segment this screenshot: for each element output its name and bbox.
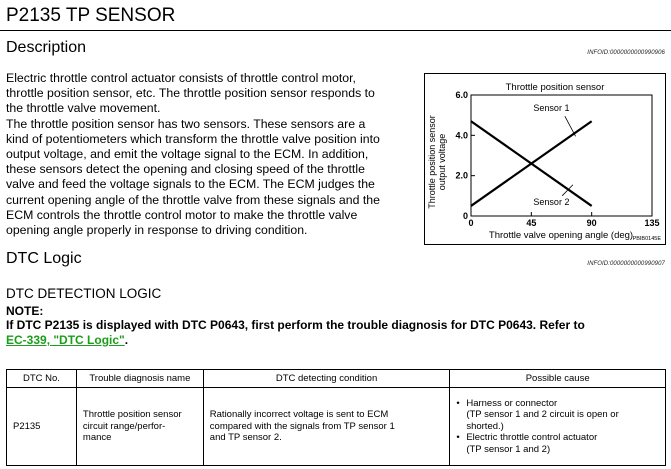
- cause-item: Harness or connector (TP sensor 1 and 2 …: [456, 398, 659, 433]
- chart-label-leader: [561, 184, 574, 197]
- name-line: Throttle position sensor: [82, 409, 182, 421]
- dtc-logic-heading: DTC Logic: [6, 250, 82, 267]
- chart-label-leader: [564, 115, 576, 137]
- chart-series-line: [470, 120, 593, 207]
- chart-y-tick-label: 2.0: [455, 171, 468, 181]
- condition-line: Rationally incorrect voltage is sent to …: [209, 409, 389, 421]
- description-line: valve and feed the voltage signals to th…: [6, 177, 375, 192]
- description-line: Electric throttle control actuator consi…: [6, 71, 356, 85]
- dtc-table: DTC No. Trouble diagnosis name DTC detec…: [6, 369, 666, 466]
- condition-line: compared with the signals from TP sensor…: [209, 420, 395, 432]
- title-divider: [0, 30, 671, 31]
- description-line: ECM controls the throttle control motor …: [6, 207, 358, 222]
- chart-y-tick-label: 0: [463, 211, 468, 221]
- description-paragraph: Electric throttle control actuator consi…: [6, 71, 418, 238]
- table-header-row: DTC No. Trouble diagnosis name DTC detec…: [6, 369, 666, 388]
- chart-xlabel: Throttle valve opening angle (deg): [489, 230, 633, 241]
- note-link-suffix: .: [124, 333, 129, 347]
- note-link-line: EC-339, "DTC Logic".: [6, 333, 128, 347]
- chart-series-label: Sensor 1: [533, 103, 569, 113]
- table-row: P2135 Throttle position sensor circuit r…: [6, 387, 666, 466]
- cell-dtc-no: P2135: [6, 387, 77, 466]
- dtc-logic-infoid: INFOID:0000000000990907: [587, 261, 665, 267]
- header-detecting-condition: DTC detecting condition: [202, 369, 451, 388]
- cause-line: (TP sensor 1 and 2): [466, 443, 551, 455]
- chart-x-tick-label: 90: [587, 218, 597, 228]
- description-line: throttle position sensor, etc. The throt…: [6, 86, 375, 101]
- detection-logic-heading: DTC DETECTION LOGIC: [6, 286, 162, 301]
- description-line: the throttle valve movement.: [6, 101, 161, 116]
- description-line: kind of potentiometers which transform t…: [6, 131, 380, 146]
- chart-x-tick-label: 135: [644, 218, 659, 228]
- condition-line: and TP sensor 2.: [209, 432, 282, 444]
- note-label: NOTE:: [6, 304, 44, 318]
- cause-line: shorted.): [466, 420, 504, 432]
- page-title: P2135 TP SENSOR: [6, 5, 176, 26]
- chart-x-tick-label: 0: [468, 218, 473, 228]
- description-heading: Description: [6, 39, 87, 56]
- name-line: mance: [82, 432, 112, 444]
- chart-canvas: Throttle position sensor Throttle positi…: [427, 82, 662, 242]
- cause-line: Harness or connector: [466, 397, 558, 409]
- name-line: circuit range/perfor-: [82, 420, 166, 432]
- chart-series-label: Sensor 2: [533, 197, 569, 207]
- chart-plot-frame: [470, 94, 653, 217]
- description-line: output voltage, and emit the voltage sig…: [6, 147, 369, 162]
- chart-figure-code: PBIB0145E: [633, 236, 662, 242]
- chart-ylabel-line2: output voltage: [437, 134, 447, 191]
- header-diagnosis-name: Trouble diagnosis name: [75, 369, 204, 388]
- cell-possible-cause: Harness or connector (TP sensor 1 and 2 …: [449, 387, 666, 466]
- note-text: If DTC P2135 is displayed with DTC P0643…: [6, 318, 585, 332]
- description-line: these sensors detect the opening and clo…: [6, 162, 365, 177]
- throttle-position-chart: Throttle position sensor Throttle positi…: [424, 73, 666, 245]
- chart-x-tick-label: 45: [526, 218, 536, 228]
- description-line: opening angle properly in response to dr…: [6, 223, 308, 238]
- description-infoid: INFOID:0000000000990906: [587, 50, 665, 56]
- cell-detecting-condition: Rationally incorrect voltage is sent to …: [202, 387, 451, 466]
- description-line: The throttle position sensor has two sen…: [6, 116, 366, 131]
- description-line: current opening angle of the throttle va…: [6, 192, 380, 207]
- chart-title: Throttle position sensor: [506, 82, 605, 93]
- chart-ylabel-line1: Throttle position sensor: [427, 115, 437, 209]
- header-possible-cause: Possible cause: [449, 369, 666, 388]
- chart-y-tick-label: 4.0: [455, 130, 468, 140]
- header-dtc-no: DTC No.: [6, 369, 77, 388]
- cause-line: (TP sensor 1 and 2 circuit is open or: [466, 409, 619, 421]
- cell-diagnosis-name: Throttle position sensor circuit range/p…: [75, 387, 204, 466]
- chart-y-tick-label: 6.0: [455, 90, 468, 100]
- dtc-logic-link[interactable]: EC-339, "DTC Logic": [6, 333, 125, 347]
- cause-line: Electric throttle control actuator: [466, 432, 598, 444]
- cause-list: Harness or connector (TP sensor 1 and 2 …: [456, 398, 659, 456]
- cause-item: Electric throttle control actuator (TP s…: [456, 432, 659, 455]
